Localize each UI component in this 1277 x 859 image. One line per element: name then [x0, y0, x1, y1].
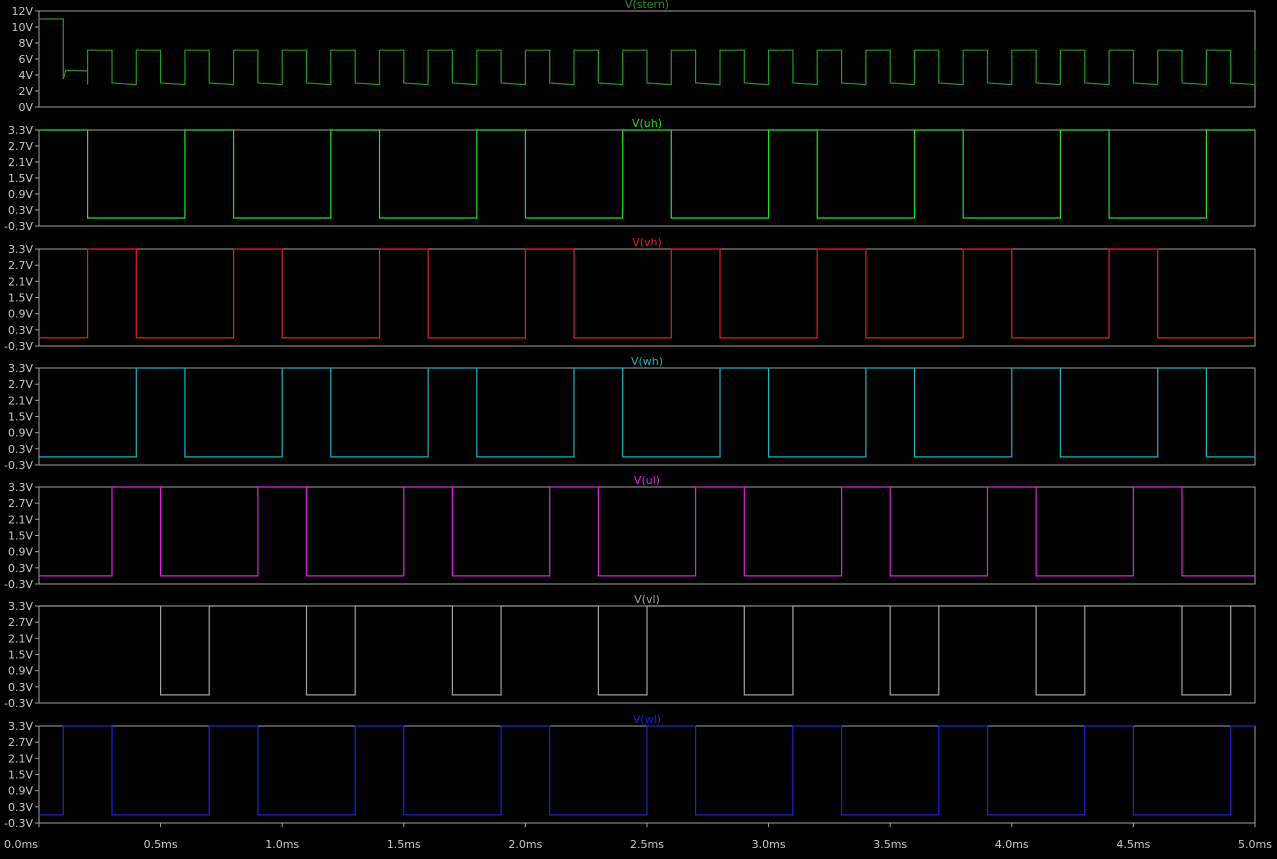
x-tick-label: 1.0ms [265, 838, 299, 851]
pane-frame [38, 367, 1256, 466]
y-tick-label: 3.3V [8, 243, 33, 256]
y-tick-label: 0.9V [8, 785, 33, 798]
y-tick-label: 8V [18, 37, 33, 50]
pane-title: V(vh) [632, 236, 662, 249]
y-tick-label: 2.1V [8, 394, 33, 407]
y-tick-label: 2.1V [8, 275, 33, 288]
y-tick-label: 0.3V [8, 681, 33, 694]
y-tick-label: 4V [18, 69, 33, 82]
x-tick-label: 5.0ms [1238, 838, 1272, 851]
y-tick-label: 3.3V [8, 481, 33, 494]
y-tick-label: 10V [11, 21, 33, 34]
y-tick-label: 2.1V [8, 632, 33, 645]
y-tick-label: 1.5V [8, 769, 33, 782]
y-tick-label: 1.5V [8, 649, 33, 662]
x-tick-label: 2.5ms [630, 838, 664, 851]
y-tick-label: 0.9V [8, 665, 33, 678]
y-tick-label: 3.3V [8, 720, 33, 733]
y-tick-label: 1.5V [8, 292, 33, 305]
y-tick-label: -0.3V [4, 459, 33, 472]
y-tick-label: 0.3V [8, 443, 33, 456]
y-tick-label: 2.7V [8, 736, 33, 749]
y-tick-label: -0.3V [4, 697, 33, 710]
y-tick-label: 0.9V [8, 188, 33, 201]
y-tick-label: 0V [18, 101, 33, 114]
series-line-vuh [39, 129, 1255, 219]
pane-title: V(uh) [632, 117, 662, 130]
y-tick-label: 6V [18, 53, 33, 66]
pane-title: V(wl) [633, 713, 661, 726]
series-line-vstern [39, 18, 1256, 86]
y-tick-label: 0.9V [8, 546, 33, 559]
pane-title: V(wh) [631, 355, 663, 368]
y-tick-label: -0.3V [4, 578, 33, 591]
x-tick-label: 4.0ms [995, 838, 1029, 851]
pane-title: V(ul) [634, 474, 660, 487]
x-tick-label: 0.5ms [144, 838, 178, 851]
y-tick-label: 2V [18, 85, 33, 98]
pane-title: V(vl) [634, 593, 660, 606]
y-tick-label: 0.9V [8, 308, 33, 321]
series-line-vul [39, 486, 1255, 577]
y-tick-label: 2.7V [8, 378, 33, 391]
y-tick-label: 2.1V [8, 156, 33, 169]
x-tick-label: 0.0ms [4, 838, 38, 851]
series-line-vwh [39, 367, 1255, 458]
y-tick-label: 12V [11, 5, 33, 18]
y-tick-label: 2.7V [8, 140, 33, 153]
y-tick-label: -0.3V [4, 220, 33, 233]
y-tick-label: 2.7V [8, 616, 33, 629]
y-tick-label: 0.3V [8, 801, 33, 814]
series-line-vwl [39, 725, 1255, 816]
y-tick-label: 0.9V [8, 427, 33, 440]
y-tick-label: 2.1V [8, 752, 33, 765]
pane-frame [38, 486, 1256, 585]
pane-frame [38, 248, 1256, 347]
x-tick-label: 3.0ms [752, 838, 786, 851]
series-line-vvl [39, 605, 1255, 696]
pane-frame [38, 129, 1256, 227]
y-tick-label: 0.3V [8, 324, 33, 337]
x-tick-label: 1.5ms [387, 838, 421, 851]
y-tick-label: 1.5V [8, 411, 33, 424]
y-tick-label: -0.3V [4, 817, 33, 830]
y-tick-label: -0.3V [4, 340, 33, 353]
y-tick-label: 0.3V [8, 204, 33, 217]
y-tick-label: 3.3V [8, 362, 33, 375]
x-tick-label: 3.5ms [873, 838, 907, 851]
pane-title: V(stern) [625, 0, 669, 11]
y-tick-label: 3.3V [8, 124, 33, 137]
y-tick-label: 3.3V [8, 600, 33, 613]
y-tick-label: 1.5V [8, 530, 33, 543]
x-tick-label: 2.0ms [508, 838, 542, 851]
x-tick-label: 4.5ms [1116, 838, 1150, 851]
y-tick-label: 2.7V [8, 259, 33, 272]
y-tick-label: 2.7V [8, 497, 33, 510]
series-line-vvh [39, 248, 1255, 339]
y-tick-label: 0.3V [8, 562, 33, 575]
y-tick-label: 2.1V [8, 513, 33, 526]
y-tick-label: 1.5V [8, 172, 33, 185]
